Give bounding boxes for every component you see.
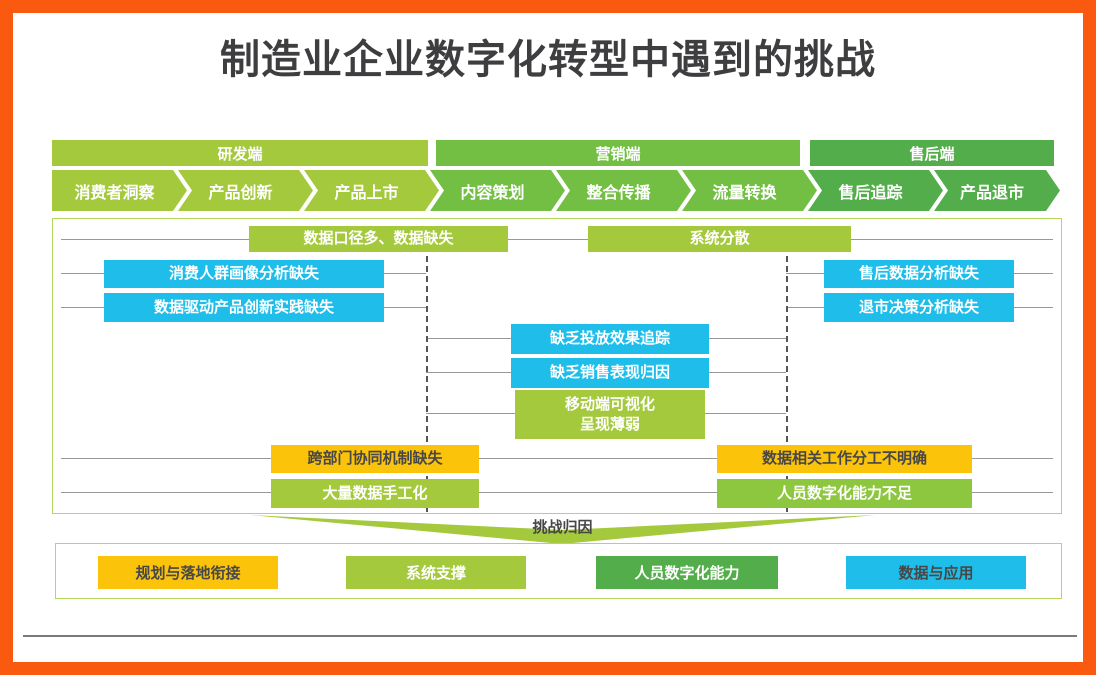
- challenge-data-driven-innovation: 数据驱动产品创新实践缺失: [104, 293, 384, 322]
- connector-line: [61, 492, 1053, 493]
- chevron-aftersales-tracking: 售后追踪: [808, 170, 943, 211]
- challenge-system-scattered: 系统分散: [588, 226, 851, 252]
- divider-dashed-line: [786, 256, 788, 512]
- category-staff-digital-capability: 人员数字化能力: [596, 556, 778, 589]
- challenge-consumer-profile: 消费人群画像分析缺失: [104, 260, 384, 288]
- challenge-work-division-unclear: 数据相关工作分工不明确: [717, 445, 972, 473]
- chevron-traffic-conversion: 流量转换: [682, 170, 817, 211]
- connector-line: [61, 239, 1053, 240]
- chevron-product-innovation: 产品创新: [178, 170, 313, 211]
- challenge-staff-capability: 人员数字化能力不足: [717, 479, 972, 508]
- funnel-label: 挑战归因: [532, 519, 593, 536]
- challenge-map-panel: 数据口径多、数据缺失 系统分散 消费人群画像分析缺失 数据驱动产品创新实践缺失 …: [52, 218, 1062, 514]
- challenge-sales-attribution: 缺乏销售表现归因: [511, 358, 709, 388]
- challenge-mobile-visualization: 移动端可视化 呈现薄弱: [515, 390, 705, 439]
- challenge-delist-analysis: 退市决策分析缺失: [824, 293, 1014, 322]
- connector-line: [61, 458, 1053, 459]
- footer-divider: [23, 635, 1077, 637]
- stage-bar-marketing: 营销端: [436, 140, 800, 166]
- category-data-application: 数据与应用: [846, 556, 1026, 589]
- stage-bar-rd: 研发端: [52, 140, 428, 166]
- funnel-shape: [250, 515, 875, 544]
- chevron-integrated-communication: 整合传播: [556, 170, 691, 211]
- slide-canvas: 制造业企业数字化转型中遇到的挑战 研发端 营销端 售后端 消费者洞察 产品创新 …: [13, 13, 1083, 662]
- chevron-consumer-insight: 消费者洞察: [52, 170, 187, 211]
- chevron-product-launch: 产品上市: [304, 170, 439, 211]
- process-chevron-row: 消费者洞察 产品创新 产品上市 内容策划 整合传播 流量转换 售后追踪 产品退市: [52, 170, 1060, 211]
- stage-bar-aftersales: 售后端: [810, 140, 1054, 166]
- challenge-data-caliber: 数据口径多、数据缺失: [249, 226, 508, 252]
- challenge-ad-effect-tracking: 缺乏投放效果追踪: [511, 324, 709, 354]
- challenge-manual-data: 大量数据手工化: [271, 479, 479, 508]
- category-panel: 规划与落地衔接 系统支撑 人员数字化能力 数据与应用: [55, 543, 1062, 599]
- challenge-aftersales-analysis: 售后数据分析缺失: [824, 260, 1014, 288]
- category-system-support: 系统支撑: [346, 556, 526, 589]
- challenge-cross-dept-mechanism: 跨部门协同机制缺失: [271, 445, 479, 473]
- chevron-content-planning: 内容策划: [430, 170, 565, 211]
- chevron-product-delisting: 产品退市: [934, 170, 1060, 211]
- divider-dashed-line: [426, 256, 428, 512]
- category-planning-execution: 规划与落地衔接: [98, 556, 278, 589]
- page-title: 制造业企业数字化转型中遇到的挑战: [220, 38, 876, 82]
